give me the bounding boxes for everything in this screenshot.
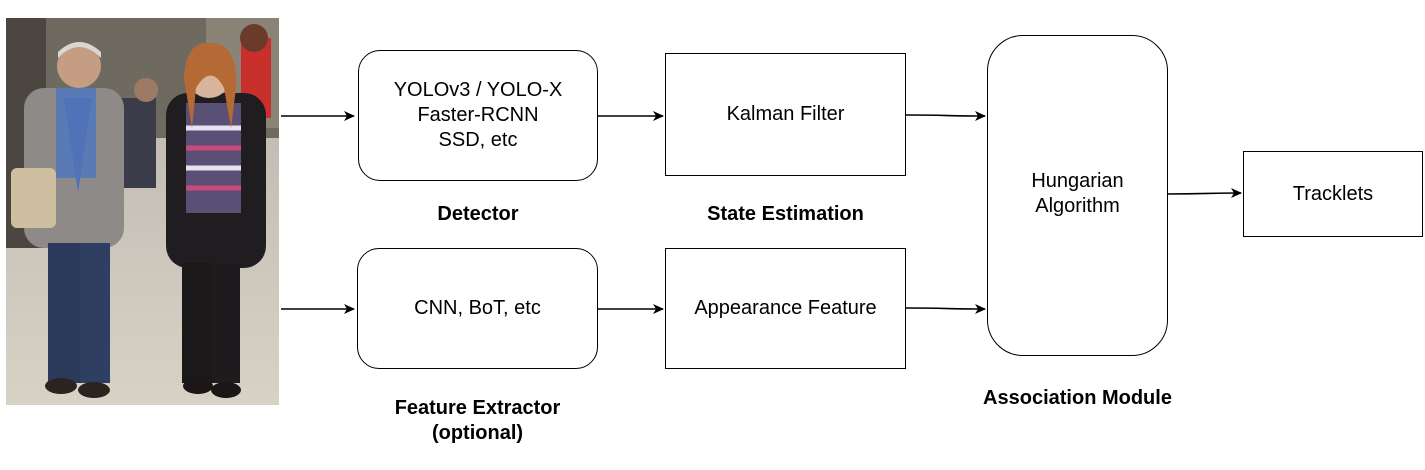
kalman-filter-box: Kalman Filter <box>665 53 906 176</box>
appearance-feature-label: Appearance Feature <box>694 297 877 319</box>
pedestrians-photo <box>6 18 279 405</box>
hungarian-line-2: Algorithm <box>1035 195 1120 217</box>
feature-extractor-caption: Feature Extractor (optional) <box>357 396 598 446</box>
feature-extractor-caption-line1: Feature Extractor <box>394 397 561 419</box>
tracklets-label: Tracklets <box>1292 182 1374 205</box>
detector-line-2: Faster-RCNN <box>417 104 539 126</box>
arrow-appearance-to-association <box>905 303 986 314</box>
feature-extractor-caption-line2: (optional) <box>431 422 524 444</box>
detector-line-1: YOLOv3 / YOLO-X <box>393 79 563 101</box>
kalman-filter-label: Kalman Filter <box>726 103 845 125</box>
tracklets-box: Tracklets <box>1243 151 1423 237</box>
hungarian-algorithm-box: Hungarian Algorithm <box>987 35 1168 356</box>
arrow-association-to-tracklets <box>1167 188 1242 199</box>
feature-extractor-box: CNN, BoT, etc <box>357 248 598 369</box>
feature-extractor-label: CNN, BoT, etc <box>414 297 541 319</box>
detector-box: YOLOv3 / YOLO-X Faster-RCNN SSD, etc <box>358 50 598 181</box>
hungarian-line-1: Hungarian <box>1031 170 1124 192</box>
detector-caption: Detector <box>437 203 519 225</box>
arrow-kalman-to-association <box>905 110 986 121</box>
association-module-caption: Association Module <box>983 387 1172 409</box>
detector-line-3: SSD, etc <box>438 129 518 151</box>
appearance-feature-box: Appearance Feature <box>665 248 906 369</box>
state-estimation-caption: State Estimation <box>707 203 864 225</box>
